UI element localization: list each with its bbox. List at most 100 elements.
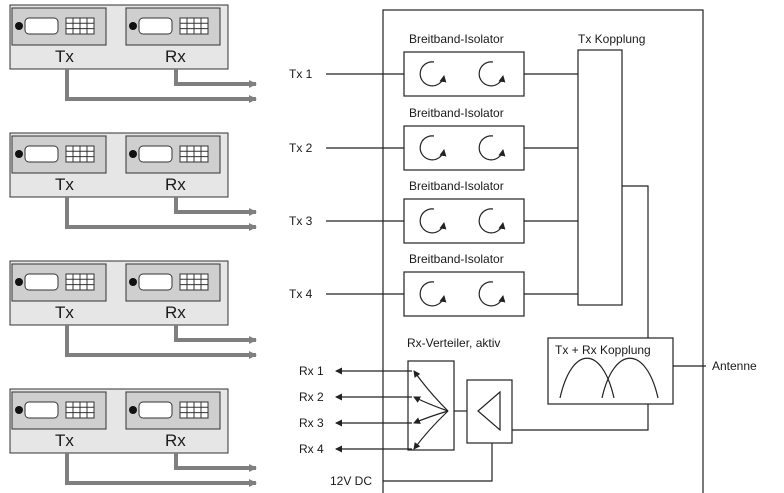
tx-cable-arrow <box>65 197 257 231</box>
circulator-icon <box>478 208 506 234</box>
rx-output: Rx 3 <box>299 416 412 430</box>
filter-curve-right <box>601 357 659 399</box>
tx-cable-arrow <box>65 453 257 487</box>
tx-module <box>11 263 107 302</box>
display-icon <box>24 145 59 163</box>
rx-module <box>125 263 221 302</box>
power-led-icon <box>129 278 137 286</box>
rx-module <box>125 391 221 430</box>
splitter-fan <box>413 370 449 450</box>
keypad-icon <box>179 273 209 291</box>
splitter-branch-arrow <box>413 396 449 412</box>
tx-input-label: Tx 2 <box>289 141 313 155</box>
isolator-box <box>403 51 525 97</box>
txrx-coupler-block <box>547 337 674 405</box>
rx-label: Rx <box>165 47 186 66</box>
splitter-branch-arrow <box>413 370 449 412</box>
isolator-label: Breitband-Isolator <box>409 32 504 46</box>
rx-cable-arrow <box>174 453 257 472</box>
rx-splitter-label: Rx-Verteiler, aktiv <box>407 336 500 350</box>
rx-label: Rx <box>165 303 186 322</box>
tx-module <box>11 391 107 430</box>
circulator-icon <box>419 208 447 234</box>
antenna-label: Antenne <box>712 359 757 373</box>
display-icon <box>24 17 59 35</box>
rx-module <box>125 135 221 174</box>
power-led-icon <box>129 406 137 414</box>
keypad-icon <box>65 17 95 35</box>
tx-label: Tx <box>55 303 74 322</box>
display-icon <box>138 401 173 419</box>
transceiver-unit: Tx Rx <box>9 388 257 487</box>
isolator-label: Breitband-Isolator <box>409 179 504 193</box>
circulator-icon <box>478 61 506 87</box>
circulator-icon <box>419 135 447 161</box>
isolator-box <box>403 271 525 317</box>
rx-label: Rx <box>165 431 186 450</box>
tx-label: Tx <box>55 47 74 66</box>
tx-coupler-block <box>577 49 623 306</box>
rx-label: Rx <box>165 175 186 194</box>
amplifier-triangle-icon <box>477 390 501 432</box>
rx-splitter-block <box>407 360 455 451</box>
tx-input-label: Tx 4 <box>289 287 313 301</box>
power-line <box>383 443 493 482</box>
tx-input-label: Tx 3 <box>289 214 313 228</box>
isolator-label: Breitband-Isolator <box>409 252 504 266</box>
power-led-icon <box>15 150 23 158</box>
transceiver-unit: Tx Rx <box>9 4 257 103</box>
power-label: 12V DC <box>330 474 372 488</box>
rx-amplifier-block <box>466 379 513 444</box>
circulator-icon <box>478 135 506 161</box>
rx-output: Rx 1 <box>299 364 412 378</box>
tx-module <box>11 7 107 46</box>
power-led-icon <box>129 150 137 158</box>
display-icon <box>138 145 173 163</box>
rx-module <box>125 7 221 46</box>
isolator-label: Breitband-Isolator <box>409 106 504 120</box>
power-led-icon <box>15 22 23 30</box>
rx-cable-arrow <box>174 325 257 344</box>
splitter-branch-arrow <box>413 410 449 450</box>
display-icon <box>24 401 59 419</box>
splitter-branch-arrow <box>413 410 449 424</box>
isolator-box <box>403 125 525 171</box>
rx-cable-arrow <box>174 197 257 216</box>
tx-input-label: Tx 1 <box>289 67 313 81</box>
tx-coupler-label: Tx Kopplung <box>578 32 645 46</box>
rx-output: Rx 2 <box>299 390 412 404</box>
display-icon <box>138 273 173 291</box>
rx-output-label: Rx 3 <box>299 416 324 430</box>
filter-curve-left <box>559 357 615 399</box>
tx-module <box>11 135 107 174</box>
power-led-icon <box>15 406 23 414</box>
txrx-coupler-label: Tx + Rx Kopplung <box>555 343 651 357</box>
amp-to-duplexer-line <box>512 404 649 431</box>
broadband-isolator: Breitband-Isolator <box>403 179 578 244</box>
tx-label: Tx <box>55 175 74 194</box>
circulator-icon <box>419 281 447 307</box>
tx-input: Tx 3 <box>289 214 404 228</box>
transceiver-unit: Tx Rx <box>9 132 257 231</box>
tx-cable-arrow <box>65 325 257 359</box>
rx-cable-arrow <box>174 69 257 88</box>
transceiver-unit: Tx Rx <box>9 260 257 359</box>
keypad-icon <box>179 17 209 35</box>
power-led-icon <box>129 22 137 30</box>
tx-input: Tx 4 <box>289 287 404 301</box>
broadband-isolator: Breitband-Isolator <box>403 252 578 317</box>
tx-coupler-to-duplexer-line <box>622 185 649 338</box>
power-led-icon <box>15 278 23 286</box>
rx-output: Rx 4 <box>299 442 412 456</box>
rx-output-label: Rx 2 <box>299 390 324 404</box>
circulator-icon <box>419 61 447 87</box>
tx-cable-arrow <box>65 69 257 103</box>
broadband-isolator: Breitband-Isolator <box>403 32 578 97</box>
keypad-icon <box>65 273 95 291</box>
isolator-box <box>403 198 525 244</box>
tx-label: Tx <box>55 431 74 450</box>
display-icon <box>138 17 173 35</box>
tx-input: Tx 2 <box>289 141 404 155</box>
tx-input: Tx 1 <box>289 67 404 81</box>
